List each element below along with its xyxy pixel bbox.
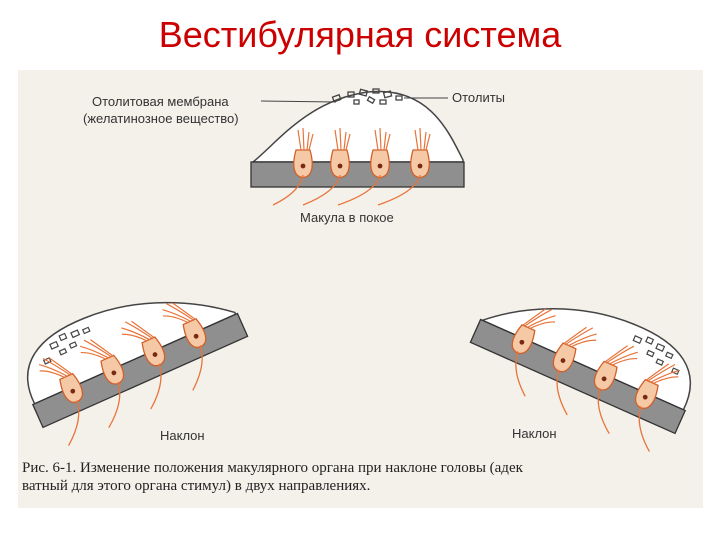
otoliths-right — [632, 335, 680, 376]
figure-caption-line1: Рис. 6-1. Изменение положения макулярног… — [22, 460, 524, 476]
label-membrane-sub: (желатинозное вещество) — [83, 111, 239, 126]
macula-rest-panel: Отолитовая мембрана (желатинозное вещест… — [83, 88, 505, 225]
otoliths-group — [331, 88, 403, 105]
label-tilt-left: Наклон — [160, 428, 205, 443]
label-rest: Макула в покое — [300, 210, 394, 225]
nerve-fibers-right — [515, 351, 650, 452]
tilt-right-panel: Наклон — [469, 299, 692, 452]
label-tilt-right: Наклон — [512, 426, 557, 441]
otolith-membrane — [250, 90, 464, 163]
label-otoliths: Отолиты — [452, 90, 505, 105]
macula-figure: Отолитовая мембрана (желатинозное вещест… — [18, 70, 703, 508]
macula-diagram: Отолитовая мембрана (желатинозное вещест… — [22, 88, 692, 494]
macula-base — [250, 161, 465, 188]
otoliths-left — [42, 326, 91, 365]
nerve-fibers-rest — [272, 174, 421, 206]
label-membrane: Отолитовая мембрана — [92, 94, 229, 109]
slide-title: Вестибулярная система — [158, 14, 562, 55]
tilt-left-panel: Наклон — [26, 293, 249, 446]
nerve-fibers-left — [68, 345, 203, 446]
figure-caption-line2: ватный для этого органа стимул) в двух н… — [22, 478, 370, 494]
